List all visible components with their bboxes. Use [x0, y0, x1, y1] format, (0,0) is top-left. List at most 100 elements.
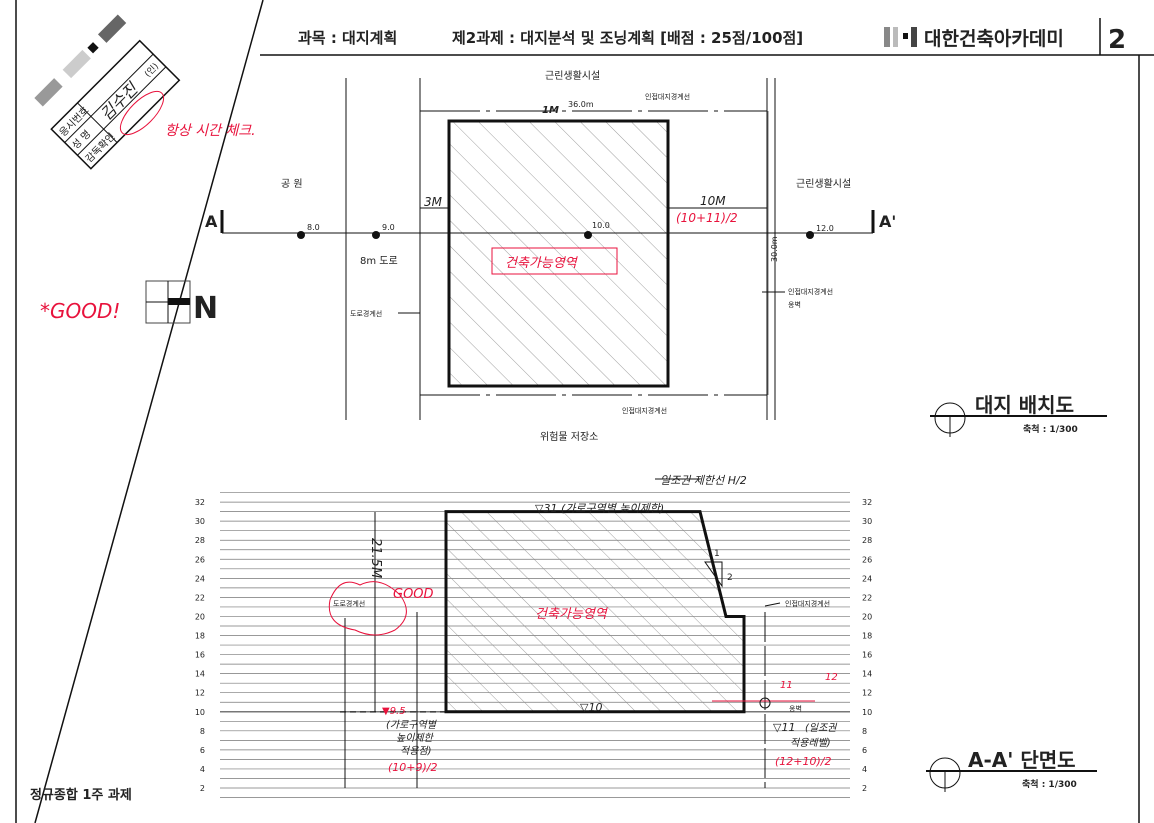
academy-name: 대한건축아카데미: [924, 28, 1064, 50]
sunlight-line-label: 일조권 제한선 H/2: [660, 474, 747, 487]
park-label: 공 원: [281, 178, 303, 190]
right-point-note: 적용레벨): [790, 737, 831, 749]
mark-11: 11: [780, 680, 793, 691]
tick-label: 20: [195, 612, 205, 621]
section-title-symbol: [926, 757, 1097, 792]
good-section-note: GOOD: [393, 587, 434, 602]
right-setback: 10M: [700, 194, 726, 208]
section-scale: 축척 : 1/300: [1022, 778, 1077, 790]
top-setback: 1M: [542, 105, 559, 116]
right-point-note: (일조권: [805, 722, 838, 734]
adjacent-boundary-right-label: 인접대지경계선: [788, 287, 833, 296]
elevation-label: 12.0: [816, 224, 834, 233]
buildable-area-plan-label: 건축가능영역: [505, 256, 579, 271]
right-neighbor-label: 근린생활시설: [796, 177, 851, 190]
header-assignment: 제2과제 : 대지분석 및 조닝계획 [배점 : 25점/100점]: [452, 29, 803, 47]
tick-label: 18: [195, 632, 205, 641]
tick-label: 28: [862, 536, 872, 545]
section-retaining-wall: 옹벽: [789, 704, 802, 713]
sheet-number: 2: [1108, 25, 1126, 55]
tick-label: 2: [200, 784, 205, 793]
elevation-markers: [297, 231, 814, 239]
retaining-wall-label: 옹벽: [788, 300, 801, 309]
tick-label: 8: [862, 727, 867, 736]
buildable-area-section-label: 건축가능영역: [535, 607, 609, 622]
section-start-marker: A: [205, 212, 218, 231]
left-point-level: ▼9.5: [382, 706, 406, 717]
seal-mark: (인): [143, 61, 162, 80]
mark-12: 12: [825, 672, 838, 683]
tick-label: 10: [195, 708, 205, 717]
tick-label: 2: [862, 784, 867, 793]
elevation-label: 9.0: [382, 223, 395, 232]
tick-label: 20: [862, 612, 872, 621]
site-plan-title-symbol: [930, 402, 1107, 437]
tick-label: 30: [195, 517, 205, 526]
buildable-area-section: [444, 510, 746, 714]
site-plan-scale: 축척 : 1/300: [1023, 423, 1078, 435]
road-label: 8m 도로: [360, 256, 398, 267]
left-point-note: 높이제한: [396, 732, 435, 744]
tick-label: 26: [862, 555, 872, 564]
tick-label: 10: [862, 708, 872, 717]
adjacent-boundary-top-label: 인접대지경계선: [645, 92, 690, 101]
tick-label: 14: [195, 670, 205, 679]
north-label: N: [193, 291, 218, 326]
cloud-mark: [328, 581, 407, 636]
tick-label: 18: [862, 632, 872, 641]
tick-label: 24: [195, 574, 205, 583]
section-end-marker: A': [879, 212, 896, 231]
height-dimension: 21.5M: [368, 538, 383, 578]
width-dimension: 36.0m: [568, 100, 594, 109]
ground-level-label: ▽10: [580, 701, 602, 714]
elevation-label: 8.0: [307, 223, 320, 232]
left-setback: 3M: [424, 195, 443, 209]
left-point-calc: (10+9)/2: [388, 761, 438, 774]
buildable-area-plan: [447, 119, 670, 388]
right-point-calc: (12+10)/2: [775, 755, 832, 768]
adjacent-boundary-bottom-label: 인접대지경계선: [622, 406, 667, 415]
slope-rise: 2: [727, 573, 733, 583]
tick-label: 6: [200, 746, 205, 755]
tick-label: 32: [195, 498, 205, 507]
section-adjacent-boundary: 인접대지경계선: [785, 599, 830, 608]
depth-dimension: 30.0m: [770, 236, 779, 262]
section-road-boundary: 도로경계선: [333, 599, 365, 608]
tick-label: 22: [862, 593, 872, 602]
tick-label: 12: [862, 689, 872, 698]
tick-label: 24: [862, 574, 872, 583]
good-note: *GOOD!: [40, 299, 120, 323]
tick-label: 26: [195, 555, 205, 564]
right-point-level: ▽11: [773, 721, 795, 734]
site-plan-title: 대지 배치도: [975, 393, 1074, 417]
road-boundary-label: 도로경계선: [350, 309, 382, 318]
buildable-area-box: [491, 247, 618, 275]
tick-label: 32: [862, 498, 872, 507]
course-label: 정규종합 1주 과제: [30, 787, 132, 803]
tick-label: 8: [200, 727, 205, 736]
section-title: A-A' 단면도: [968, 748, 1076, 772]
sheet-border: [15, 0, 1154, 823]
tick-label: 16: [862, 651, 872, 660]
height-limit-label: ▽31 (가로구역별 높이제한): [535, 502, 664, 515]
academy-logo: [884, 27, 917, 47]
seal-circle-mark: [119, 90, 165, 136]
name-label: 성 명: [70, 128, 94, 152]
top-neighbor-label: 근린생활시설: [545, 69, 600, 82]
tick-label: 12: [195, 689, 205, 698]
tick-label: 30: [862, 517, 872, 526]
tick-label: 14: [862, 670, 872, 679]
section-annotations: [328, 478, 815, 788]
time-check-note: 항상 시간 체크.: [165, 123, 256, 139]
tick-label: 28: [195, 536, 205, 545]
tick-label: 16: [195, 651, 205, 660]
north-arrow-icon: [145, 280, 191, 324]
name-value: 김수진: [97, 79, 143, 125]
bottom-facility-label: 위험물 저장소: [540, 430, 598, 443]
tick-label: 22: [195, 593, 205, 602]
left-point-note: (가로구역별: [386, 719, 438, 731]
left-point-note: 적용점): [400, 745, 432, 757]
tick-label: 4: [200, 765, 205, 774]
tick-label: 4: [862, 765, 867, 774]
